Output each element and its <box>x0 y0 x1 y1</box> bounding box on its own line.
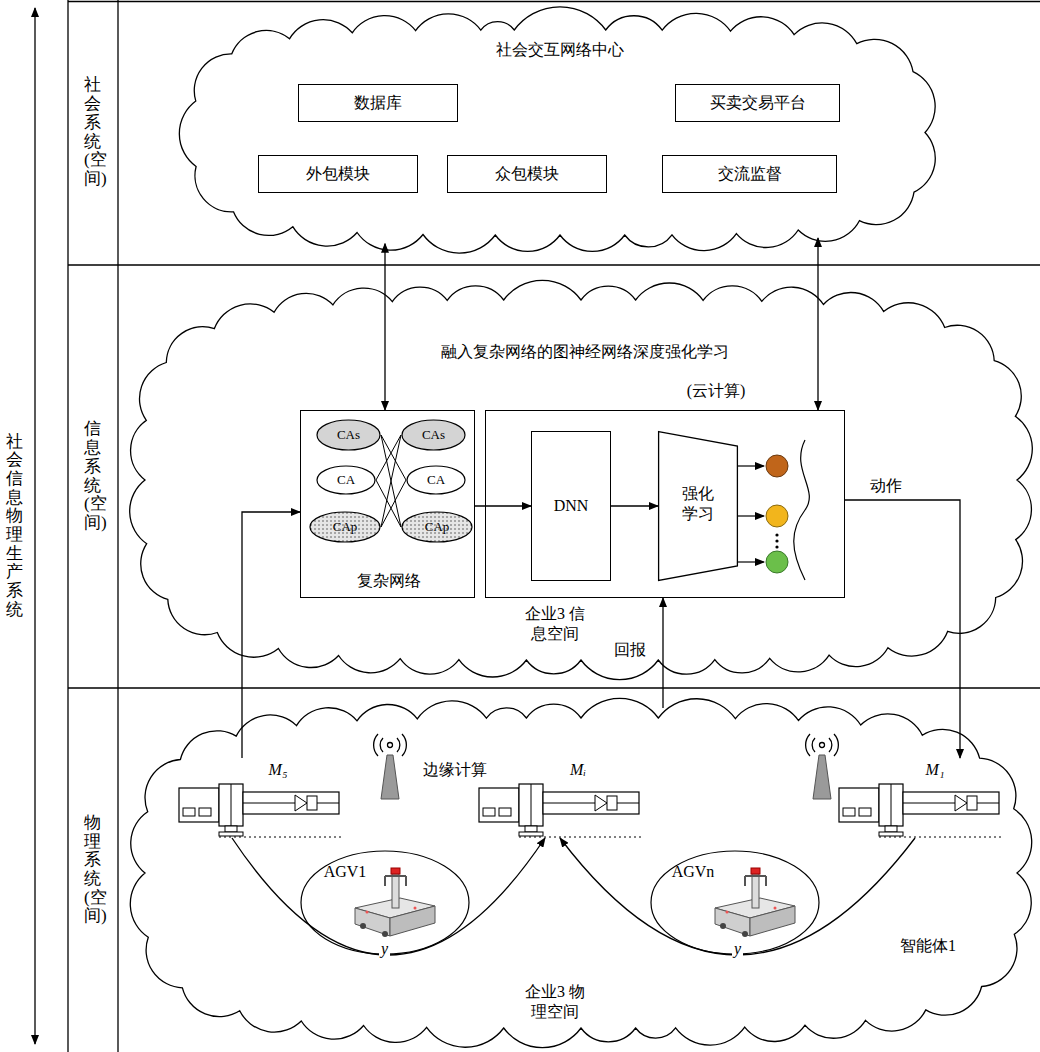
agent-ellipse: CA <box>316 465 376 495</box>
system-title: 社会信息物理生产系统 <box>6 433 23 620</box>
node-label: 买卖交易平台 <box>710 93 806 112</box>
node-label: 社会系统(空间) <box>84 76 101 188</box>
social-cloud: 社会交互网络中心数据库 买卖交易平台外包模块 众包模块 交流监督 <box>175 10 945 255</box>
connector-arrow <box>381 435 401 527</box>
module-box: 交流监督 <box>662 155 837 193</box>
node-label: 复杂网络 <box>301 571 476 591</box>
connector-arrow <box>376 480 401 527</box>
node-label: CA <box>427 472 445 488</box>
node-label: M₅ <box>263 760 293 780</box>
node-label: 融入复杂网络的图神经网络深度强化学习 <box>390 342 780 362</box>
system-band: 社会系统(空间) 社会交互网络中心数据库 买卖交易平台外包模块 众包模块 交流监督 <box>68 0 1040 265</box>
node-label: 企业3 信息空间 <box>520 604 590 644</box>
node-label: DNN <box>554 496 589 515</box>
module-box: 众包模块 <box>447 155 607 193</box>
physical-cloud: 边缘计算企业3 物理空间 M₅ Mᵢ M₁ AGV1 AGVn <box>125 698 1037 1048</box>
node-label: AGVn <box>668 862 718 882</box>
edge-label: 动作 <box>868 476 904 495</box>
network-box: 复杂网络 CAs CAsCA CA CAp CAp <box>300 410 475 598</box>
connector-arrow <box>384 244 385 410</box>
connector-arrow <box>560 838 915 955</box>
agent-ellipse: CA <box>406 465 466 495</box>
node-label: 社会交互网络中心 <box>175 40 945 60</box>
connector-arrow <box>611 505 658 506</box>
cloud-computing-box: (云计算)DNN强化 学习 <box>485 410 845 598</box>
node-label: CAp <box>425 519 450 535</box>
module-box: 买卖交易平台 <box>675 84 840 122</box>
node-label: (云计算) <box>671 381 761 401</box>
edge-label: 回报 <box>612 640 648 659</box>
agent-ellipse: CAp <box>401 511 473 543</box>
connector-arrow <box>845 500 960 758</box>
node-label: M₁ <box>920 760 950 780</box>
node-label: 物理系统(空间) <box>84 814 101 926</box>
connector-arrow <box>475 505 531 506</box>
node-label: CAs <box>422 427 445 443</box>
dnn-box: DNN <box>531 431 611 581</box>
agent-ellipse: CAs <box>316 419 381 451</box>
connector-arrow <box>381 435 401 527</box>
machine-tool: M₅ <box>175 758 345 838</box>
connector-arrow <box>662 598 663 708</box>
node-label: 边缘计算 <box>415 760 495 780</box>
rl-trapezoid: 强化 学习 <box>658 431 738 581</box>
node-label: 交流监督 <box>718 164 782 183</box>
connector-arrow <box>232 838 545 955</box>
node-label: 企业3 物理空间 <box>520 982 590 1022</box>
machine-tool: M₁ <box>835 758 1005 838</box>
node-label: Mᵢ <box>563 760 593 780</box>
node-label: CA <box>337 472 355 488</box>
callout-label: y <box>379 939 390 958</box>
node-label: CAp <box>333 519 358 535</box>
system-band: 物理系统(空间) 边缘计算企业3 物理空间 M₅ Mᵢ M₁ AGV1 AGVn <box>68 688 1040 1052</box>
node-label: 信息系统(空间) <box>84 420 101 532</box>
module-box: 外包模块 <box>258 155 418 193</box>
connector-arrow <box>381 435 406 480</box>
module-box: 数据库 <box>298 84 458 122</box>
agent-ellipse: CAs <box>401 419 466 451</box>
frame-lines <box>68 0 1040 1052</box>
node-label: 数据库 <box>354 93 402 112</box>
node-label: CAs <box>337 427 360 443</box>
connector-arrow <box>381 480 406 527</box>
connector-arrow <box>817 238 818 410</box>
node-label: AGV1 <box>320 862 370 882</box>
callout-label: 智能体1 <box>898 936 958 955</box>
antenna-icons <box>374 734 839 799</box>
agv-figures <box>355 868 795 937</box>
output-nodes <box>737 440 809 580</box>
node-label: 外包模块 <box>306 164 370 183</box>
span-arrow <box>34 8 35 1044</box>
machine-tool: Mᵢ <box>475 758 645 838</box>
connector-arrow <box>376 435 401 480</box>
agent-ellipse: CAp <box>309 511 381 543</box>
machine-figures <box>179 784 1001 837</box>
node-label: 众包模块 <box>495 164 559 183</box>
node-label: 强化 学习 <box>678 484 718 524</box>
callout-label: y <box>732 939 743 958</box>
